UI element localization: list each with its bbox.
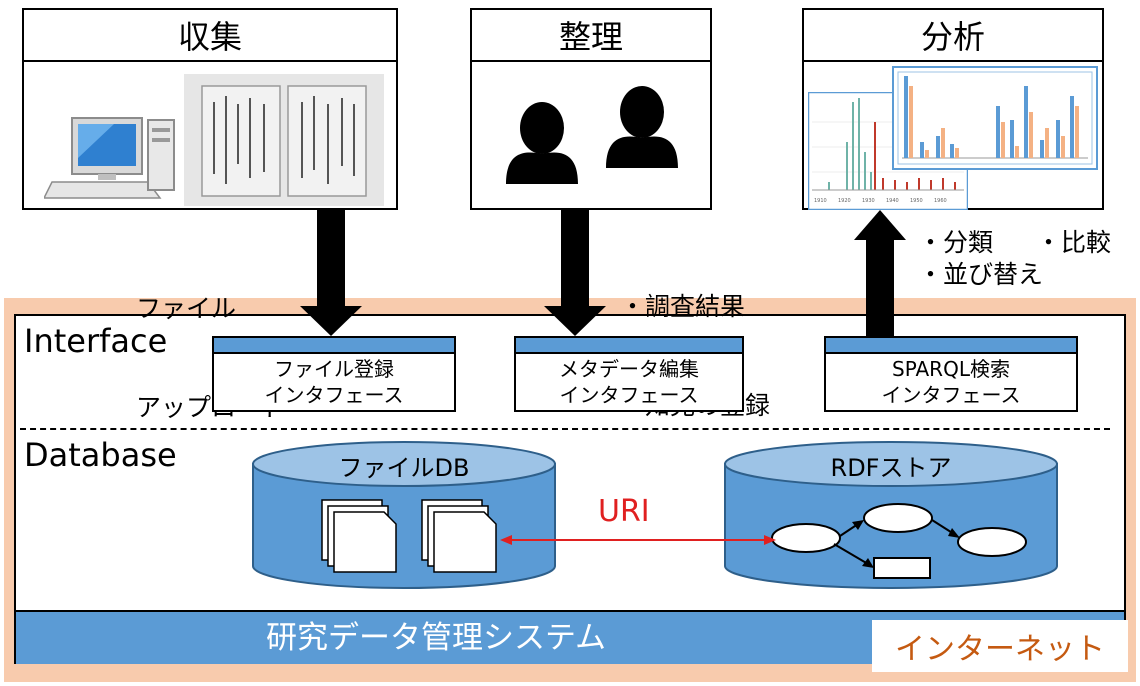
analyze-title: 分析 (804, 10, 1102, 62)
analyze-sort-note: ・並び替え (918, 260, 1044, 289)
metadata-arrow (544, 210, 606, 336)
person-icon-left (506, 102, 578, 184)
interface-label-line2: インタフェース (264, 383, 404, 407)
section-divider (20, 428, 1110, 430)
interface-label-line2: インタフェース (881, 383, 1021, 407)
upload-arrow (300, 210, 362, 336)
metadata-edit-interface[interactable]: メタデータ編集 インタフェース (514, 336, 744, 412)
upload-note-line1: ファイル (136, 294, 237, 323)
sparql-search-interface[interactable]: SPARQL検索 インタフェース (824, 336, 1078, 412)
collect-title: 収集 (24, 10, 396, 62)
rdf-node (771, 523, 841, 553)
chart-thumbnail-front (892, 66, 1098, 170)
svg-text:1940: 1940 (886, 198, 899, 204)
system-name: 研究データ管理システム (265, 620, 607, 656)
rdf-node (957, 527, 1027, 557)
document-scan-icon (184, 74, 384, 206)
interface-section-label: Interface (24, 322, 168, 360)
organize-note-line1: ・調査結果 (620, 292, 746, 321)
uri-label: URI (598, 494, 650, 529)
interface-label-line1: メタデータ編集 (559, 357, 699, 381)
rdf-store-label: RDFストア (830, 454, 952, 482)
organize-title: 整理 (472, 10, 710, 62)
svg-text:1920: 1920 (838, 198, 851, 204)
interface-bar (214, 338, 454, 354)
database-section-label: Database (24, 436, 177, 474)
computer-icon (44, 117, 175, 199)
internet-label: インターネット (895, 632, 1105, 667)
interface-label-line1: ファイル登録 (274, 357, 394, 381)
analyze-compare-note: ・比較 (1036, 228, 1112, 257)
svg-text:1950: 1950 (910, 198, 923, 204)
uri-link-arrow (500, 535, 776, 545)
interface-bar (826, 338, 1076, 354)
search-arrow (854, 210, 906, 336)
organize-box: 整理 (470, 8, 712, 210)
internet-label-box: インターネット (872, 620, 1128, 672)
rdf-store-cylinder (724, 441, 1058, 589)
svg-text:1910: 1910 (814, 198, 827, 204)
analyze-box: 分析 1910 1920 1930 1940 1950 1960 (802, 8, 1104, 210)
file-stack-icon (421, 499, 497, 573)
file-stack-icon (321, 499, 397, 573)
rdf-node (863, 503, 933, 533)
analyze-classify-note: ・分類 (918, 228, 994, 257)
rdf-literal (873, 557, 931, 579)
interface-label-line2: インタフェース (559, 383, 699, 407)
file-db-cylinder (252, 441, 556, 589)
interface-bar (516, 338, 742, 354)
file-registration-interface[interactable]: ファイル登録 インタフェース (212, 336, 456, 412)
collect-box: 収集 (22, 8, 398, 210)
file-db-label: ファイルDB (338, 454, 470, 482)
person-icon-right (606, 86, 678, 168)
interface-label-line1: SPARQL検索 (892, 357, 1010, 381)
svg-text:1930: 1930 (862, 198, 875, 204)
svg-text:1960: 1960 (934, 198, 947, 204)
